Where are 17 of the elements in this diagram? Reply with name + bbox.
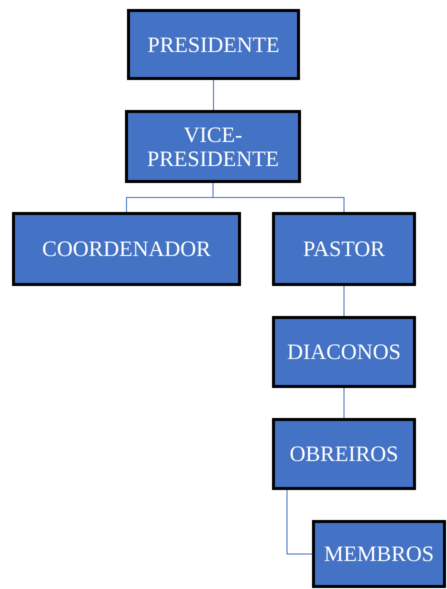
org-box xyxy=(272,316,416,388)
connector-line xyxy=(286,490,312,554)
node-label: PASTOR xyxy=(303,237,385,261)
node-label: MEMBROS xyxy=(324,542,434,566)
connector-line xyxy=(213,80,214,110)
connector-line xyxy=(212,182,344,212)
node-label: VICE-PRESIDENTE xyxy=(146,122,280,170)
org-box xyxy=(127,9,300,80)
org-box xyxy=(12,212,241,286)
org-box xyxy=(272,212,416,286)
org-box xyxy=(272,418,416,490)
node-label: OBREIROS xyxy=(290,442,398,466)
node-label: PRESIDENTE xyxy=(148,32,280,56)
org-box xyxy=(312,520,446,588)
node-label: DIACONOS xyxy=(287,340,401,364)
node-label: COORDENADOR xyxy=(42,237,211,261)
org-box xyxy=(125,110,301,183)
